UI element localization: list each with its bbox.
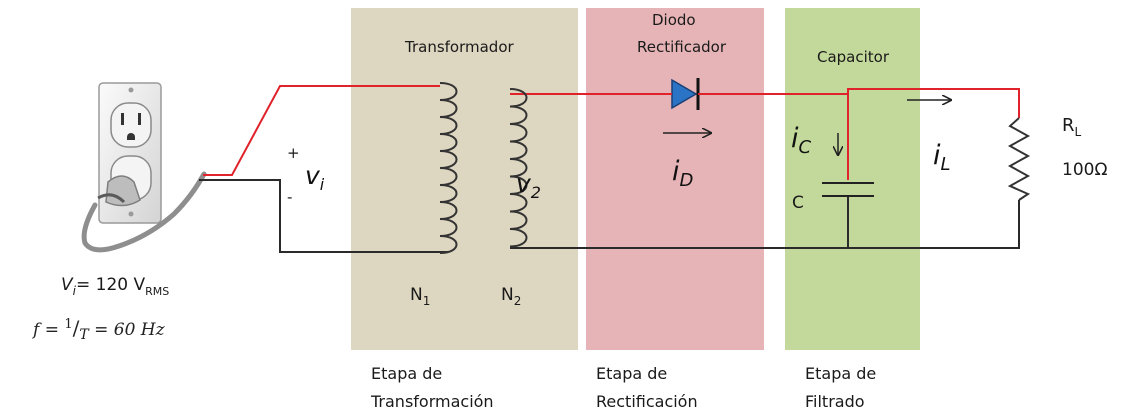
rectification-stage-panel (586, 8, 764, 350)
secondary-turns-label: N2 (501, 285, 521, 308)
primary-turns-subscript: 1 (423, 294, 431, 308)
load-current-main: i (933, 140, 941, 171)
primary-turns-main: N (410, 285, 423, 305)
filtering-caption-line1: Etapa de (805, 364, 876, 383)
diode-symbol (660, 78, 720, 110)
rectification-caption-line2: Rectificación (596, 392, 698, 411)
source-frequency-spec: f = 1/T = 60 Hz (31, 316, 166, 343)
freq-prefix: f = (31, 320, 64, 340)
capacitor-current-main: i (791, 123, 799, 154)
transformation-caption-line1: Etapa de (371, 364, 442, 383)
diode-current-subscript: D (680, 170, 694, 191)
secondary-voltage-subscript: 2 (531, 183, 541, 202)
secondary-voltage-symbol: v2 (516, 169, 541, 202)
load-resistor-value: 100Ω (1062, 160, 1107, 180)
transformation-stage-panel (351, 8, 578, 350)
secondary-turns-subscript: 2 (514, 294, 522, 308)
source-voltage-spec-unit-sub: RMS (145, 285, 169, 298)
freq-suffix: = 60 Hz (89, 320, 166, 340)
freq-numerator: 1 (64, 317, 72, 332)
primary-turns-label: N1 (410, 285, 430, 308)
transformation-caption-line2: Transformación (370, 392, 494, 411)
filtering-stage-panel (785, 8, 920, 350)
rectification-caption-line1: Etapa de (596, 364, 667, 383)
source-voltage-spec: Vi= 120 VRMS (61, 275, 169, 298)
diode-current-main: i (672, 156, 680, 187)
capacitor-symbol (822, 182, 874, 197)
freq-denominator: T (79, 327, 90, 343)
secondary-circuit-wires (510, 88, 1020, 249)
input-voltage-main: v (305, 161, 321, 190)
primary-circuit-wires (199, 85, 448, 253)
load-resistor-subscript: L (1075, 125, 1082, 139)
secondary-voltage-main: v (516, 169, 532, 198)
load-resistor-main: R (1062, 115, 1075, 136)
freq-slash: / (73, 316, 80, 340)
load-resistor-name: RL (1062, 115, 1082, 139)
source-voltage-spec-sub: i (73, 284, 77, 298)
secondary-turns-main: N (501, 285, 514, 305)
capacitor-title: Capacitor (817, 48, 890, 66)
source-voltage-spec-v: V (61, 275, 74, 295)
diode-title-line1: Diodo (652, 11, 696, 29)
diode-title-line2: Rectificador (637, 38, 727, 56)
capacitor-current-subscript: C (799, 137, 812, 158)
load-current-symbol: iL (933, 140, 951, 175)
load-current-subscript: L (941, 154, 951, 175)
transformer-title: Transformador (404, 38, 515, 56)
input-voltage-subscript: i (320, 175, 325, 194)
filtering-caption-line2: Filtrado (805, 392, 865, 411)
capacitor-current-symbol: iC (791, 123, 812, 158)
source-voltage-spec-value: = 120 V (76, 275, 145, 295)
transformer-primary-coil (439, 82, 458, 254)
source-minus-sign: - (287, 188, 292, 206)
load-resistor-symbol (1007, 117, 1031, 201)
wall-outlet-plug-icon (81, 82, 207, 253)
capacitor-label: C (792, 193, 804, 213)
diode-current-symbol: iD (672, 156, 693, 191)
source-plus-sign: + (287, 144, 300, 162)
transformer-secondary-coil (509, 88, 528, 248)
input-voltage-symbol: vi (305, 161, 325, 194)
